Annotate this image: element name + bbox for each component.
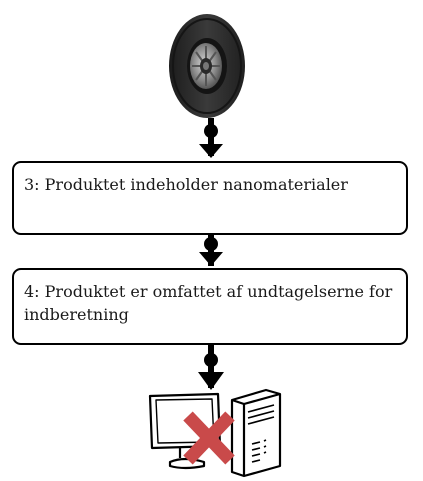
step-label: 3: Produktet indeholder nanomaterialer (24, 175, 348, 194)
connector-1 (199, 118, 223, 158)
computer-rejected-icon (148, 388, 282, 478)
connector-2 (199, 235, 223, 266)
step-label: 4: Produktet er omfattet af undtagelsern… (24, 282, 393, 324)
computer-tower-icon (230, 388, 282, 478)
step-box-4: 4: Produktet er omfattet af undtagelsern… (12, 268, 408, 345)
cross-icon (183, 411, 235, 465)
tire-icon (169, 14, 245, 118)
connector-3 (198, 345, 224, 390)
step-box-3: 3: Produktet indeholder nanomaterialer (12, 161, 408, 235)
